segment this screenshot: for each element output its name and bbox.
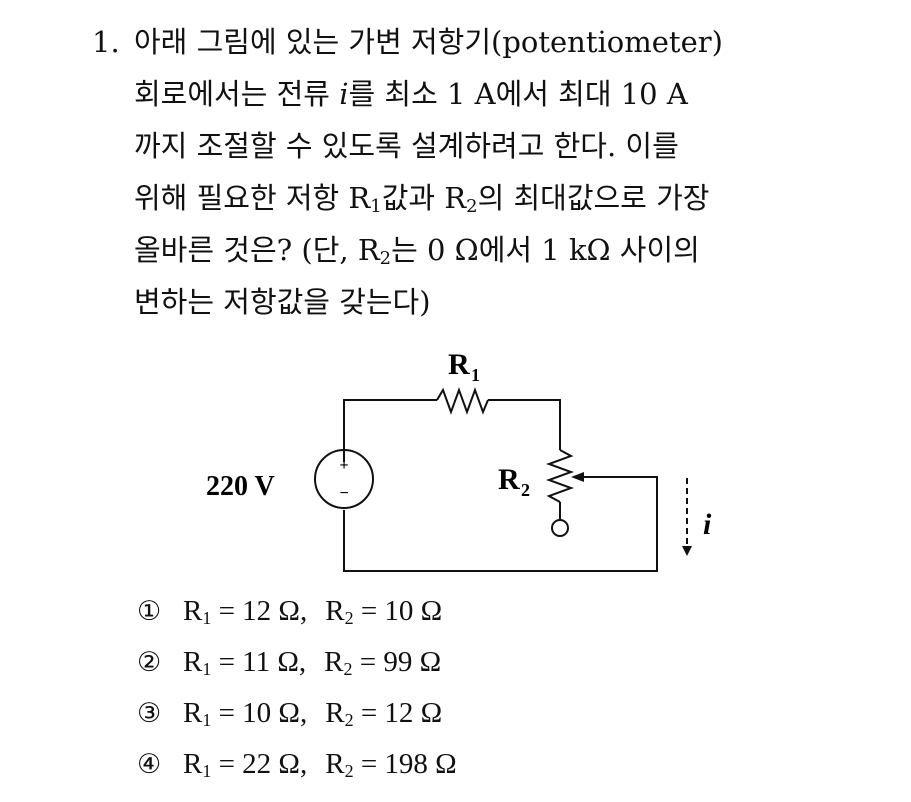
voltage-label: 220 V: [206, 471, 275, 502]
wiper-arrowhead: [571, 472, 584, 482]
question-line-2: 회로에서는 전류 i를 최소 1 A에서 최대 10 A: [134, 77, 688, 111]
choice-marker: ④: [137, 749, 162, 780]
r1-subscript: 1: [471, 365, 480, 385]
r2-subscript: 2: [521, 480, 530, 500]
question-number: 1.: [92, 25, 120, 59]
current-arrowhead: [682, 546, 692, 556]
resistor-r2-zigzag: [546, 449, 574, 503]
choice-marker: ③: [137, 698, 162, 729]
plus-sign: +: [339, 457, 348, 474]
current-symbol: i: [339, 77, 349, 111]
choice-marker: ①: [137, 596, 162, 627]
question-line-6: 변하는 저항값을 갖는다): [134, 285, 431, 319]
question-text: 1.아래 그림에 있는 가변 저항기(potentiometer) 회로에서는 …: [92, 16, 832, 328]
question-line-3: 까지 조절할 수 있도록 설계하려고 한다. 이를: [134, 129, 679, 163]
wiper-wire: [343, 476, 658, 572]
minus-sign: −: [339, 485, 348, 502]
wire-left-top: [343, 399, 437, 462]
circuit-diagram: + − 220 V R 1 R 2 i: [190, 342, 750, 587]
r1-label: R: [448, 348, 470, 381]
wire-top-right: [488, 399, 561, 450]
question-line-1: 1.아래 그림에 있는 가변 저항기(potentiometer): [92, 16, 832, 68]
choice-marker: ②: [137, 647, 162, 678]
voltage-source: [314, 449, 374, 509]
r2-label: R: [498, 463, 520, 496]
question-line-4: 위해 필요한 저항 R1값과 R2의 최대값으로 가장: [134, 181, 710, 217]
question-line-5: 올바른 것은? (단, R2는 0 Ω에서 1 kΩ 사이의: [134, 233, 700, 269]
resistor-r1-zigzag: [436, 387, 489, 415]
r2-terminal: [551, 519, 569, 537]
current-label: i: [703, 508, 712, 541]
circuit-svg: + − 220 V R 1 R 2 i: [206, 348, 712, 572]
